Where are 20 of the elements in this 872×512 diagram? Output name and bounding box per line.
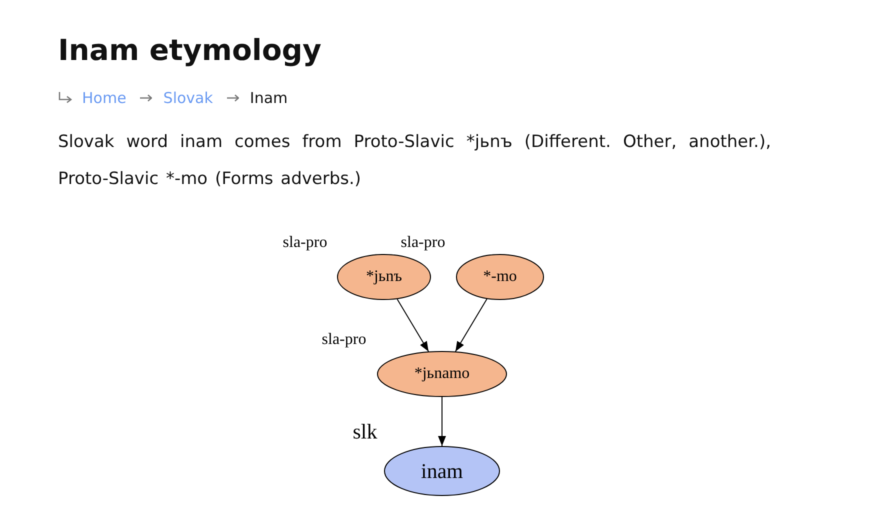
breadcrumb-current: Inam	[250, 88, 288, 108]
arrow	[454, 298, 488, 352]
arrow	[438, 396, 446, 446]
language-code: sla-pro	[400, 234, 446, 252]
breadcrumb-link: Home	[82, 88, 126, 108]
language-code: slk	[352, 420, 378, 444]
word-label: *jьnъ	[366, 268, 402, 286]
language-code: sla-pro	[282, 234, 328, 252]
arrow	[396, 298, 430, 352]
word-label: *-mo	[483, 268, 517, 286]
word-ellipse	[384, 446, 500, 496]
word-label: *jьnamo	[414, 365, 470, 383]
page-title: Inam etymology	[58, 32, 322, 69]
word-ellipse	[337, 254, 431, 300]
word-label: inam	[421, 458, 463, 484]
breadcrumb-link: Slovak	[163, 88, 213, 108]
word-ellipse	[377, 351, 507, 397]
language-code: sla-pro	[322, 331, 366, 349]
description-paragraph: Slovak word inam comes from Proto-Slavic *jьnъ (Different. Other, another.), Proto-Slavic *-mo (Forms adverbs.)	[58, 131, 771, 191]
word-ellipse	[456, 254, 544, 300]
